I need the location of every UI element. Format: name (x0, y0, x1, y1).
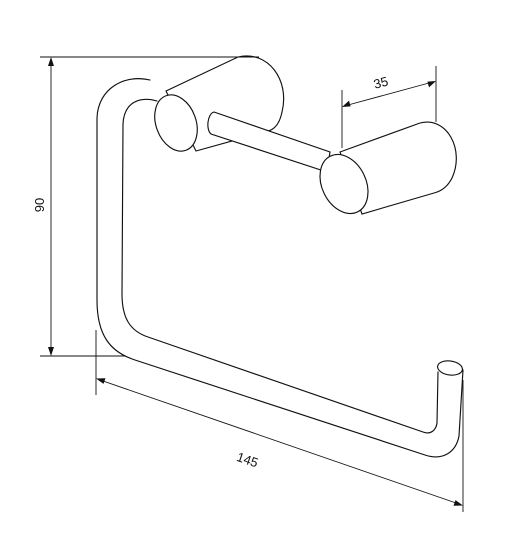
height-label: 90 (32, 198, 47, 212)
width-label: 145 (235, 449, 260, 470)
width-dimension: 145 (95, 330, 464, 512)
height-dimension: 90 (32, 56, 259, 357)
end-cylinder-face (319, 153, 369, 215)
rod-inner-contour (121, 98, 439, 434)
holder-outline (96, 55, 464, 458)
end-cylinder-body (339, 121, 457, 215)
depth-label: 35 (372, 74, 390, 92)
rod-end-cap (437, 360, 463, 376)
depth-dimension: 35 (341, 66, 437, 148)
rod-outer-contour (96, 78, 464, 458)
cross-bar (207, 111, 331, 173)
wall-mount-face (154, 94, 198, 152)
